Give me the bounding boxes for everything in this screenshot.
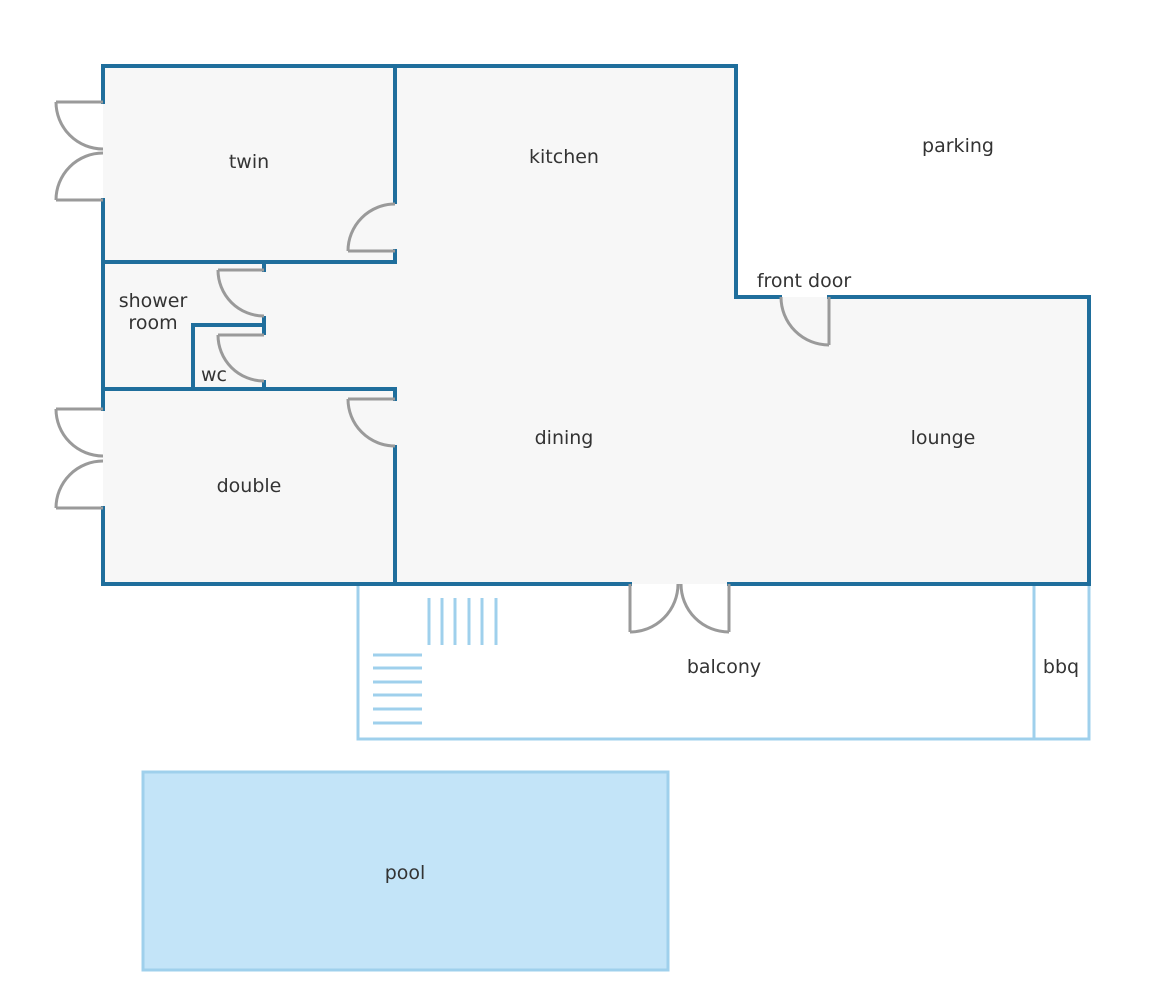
label-twin: twin bbox=[229, 151, 269, 173]
main-floor bbox=[103, 66, 1089, 584]
label-pool: pool bbox=[385, 862, 426, 884]
label-bbq: bbq bbox=[1043, 656, 1079, 678]
label-room: room bbox=[128, 312, 177, 334]
doors bbox=[54, 100, 831, 634]
label-dining: dining bbox=[535, 427, 594, 449]
twin-door bbox=[346, 202, 396, 253]
stairs bbox=[373, 598, 498, 725]
label-shower: shower bbox=[119, 290, 188, 312]
front-door bbox=[779, 296, 831, 347]
label-lounge: lounge bbox=[911, 427, 976, 449]
label-wc: wc bbox=[201, 364, 227, 386]
double-door bbox=[346, 397, 396, 448]
balcony-door bbox=[628, 583, 731, 634]
double-external-door bbox=[54, 407, 104, 510]
floor-areas bbox=[103, 66, 1089, 584]
pool bbox=[141, 770, 670, 972]
wc-door bbox=[216, 333, 265, 383]
label-double: double bbox=[217, 475, 282, 497]
shower-room-door bbox=[216, 268, 265, 318]
label-front-door: front door bbox=[757, 270, 852, 292]
room-labels: twin kitchen parking shower room wc fron… bbox=[119, 135, 1079, 884]
walls bbox=[101, 64, 1091, 586]
label-parking: parking bbox=[922, 135, 994, 157]
balcony-outline bbox=[356, 584, 1091, 741]
label-kitchen: kitchen bbox=[529, 146, 599, 168]
twin-external-door bbox=[54, 100, 104, 202]
label-balcony: balcony bbox=[687, 656, 761, 678]
